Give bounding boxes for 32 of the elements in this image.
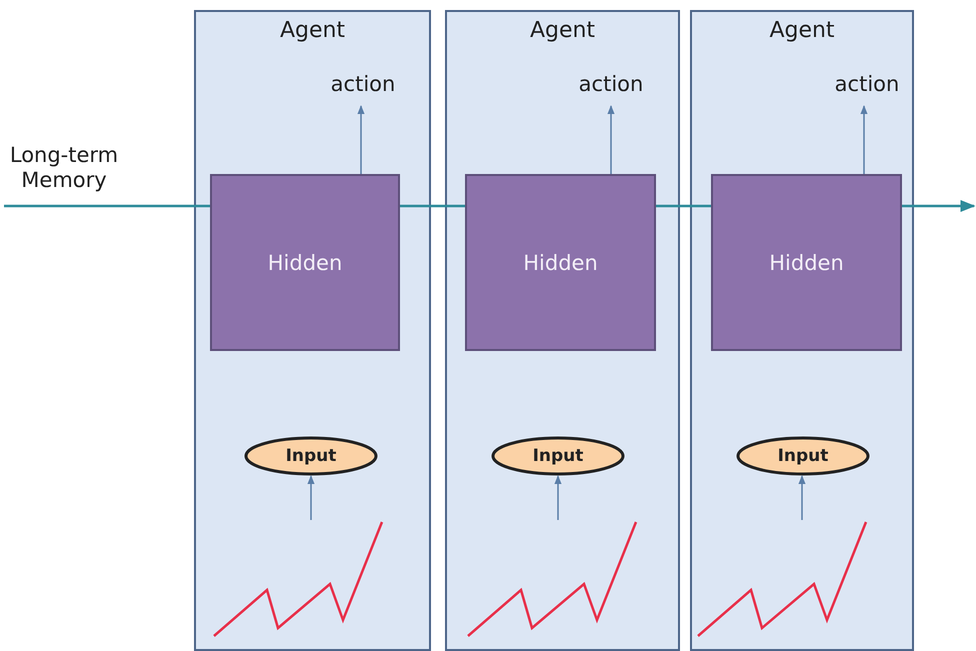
box-label: Hidden	[523, 250, 598, 274]
text-label: Long-term Memory	[4, 143, 124, 206]
hidden-layer-box	[465, 174, 656, 351]
text-label: action	[570, 72, 652, 106]
agent-panel	[194, 10, 431, 651]
hidden-layer-box	[210, 174, 400, 351]
connector-line	[400, 204, 465, 208]
zigzag-line-drawing	[696, 520, 868, 638]
text-label: action	[322, 72, 404, 106]
zigzag-line-drawing	[212, 520, 384, 638]
connector-line	[4, 204, 210, 208]
panel-title: Agent	[768, 18, 836, 43]
panel-title: Agent	[278, 18, 346, 43]
input-ellipse: Input	[244, 436, 378, 476]
arrow	[798, 475, 806, 520]
arrow	[554, 475, 562, 520]
input-ellipse: Input	[736, 436, 870, 476]
agent-panel	[445, 10, 680, 651]
arrow	[860, 105, 868, 174]
zigzag-line-drawing	[466, 520, 638, 638]
box-label: Hidden	[268, 250, 342, 274]
arrow	[307, 475, 315, 520]
text-label: action	[826, 72, 908, 106]
hidden-layer-box	[711, 174, 902, 351]
arrow	[357, 105, 365, 174]
connector-line	[656, 204, 711, 208]
arrow	[902, 200, 976, 212]
panel-title: Agent	[528, 18, 596, 43]
input-ellipse: Input	[491, 436, 625, 476]
arrow	[607, 105, 615, 174]
box-label: Hidden	[769, 250, 844, 274]
agent-panel	[690, 10, 914, 651]
